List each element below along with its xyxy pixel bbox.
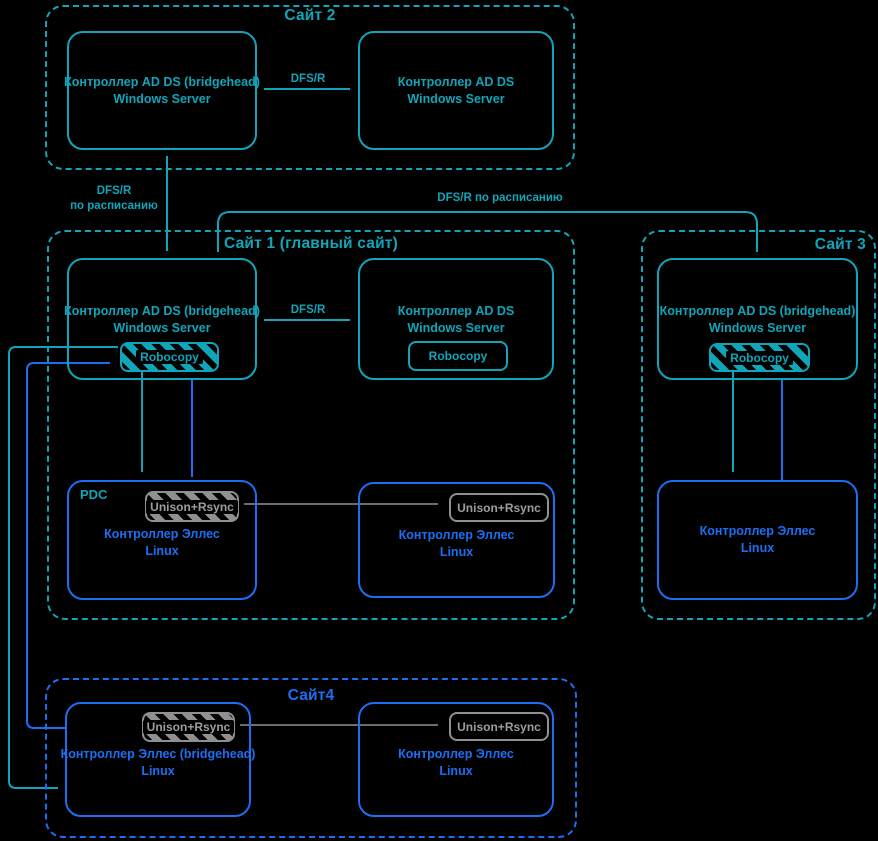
schedule-vertical-label-line1: DFS/R: [96, 185, 132, 197]
node-label: Linux: [740, 541, 775, 555]
unison-rsync-label: Unison+Rsync: [146, 499, 238, 514]
site1-linux-unison-box: Unison+Rsync: [449, 493, 549, 522]
site4-bridgehead-unison-box: Unison+Rsync: [142, 712, 235, 742]
site2-dfsr-label: DFS/R: [290, 73, 326, 85]
site2-container: [45, 5, 575, 170]
site3-title: Сайт 3: [814, 236, 866, 253]
site2-title: Сайт 2: [284, 7, 336, 24]
site3-container: [641, 230, 876, 620]
unison-rsync-label: Unison+Rsync: [453, 719, 545, 734]
site4-bridgehead-node: Unison+Rsync Контроллер Эллес (bridgehea…: [61, 702, 255, 817]
site4-linux-node: Unison+Rsync Контроллер Эллес Linux: [358, 702, 554, 817]
site1-linux-node: Unison+Rsync Контроллер Эллес Linux: [358, 482, 555, 598]
schedule-vertical-label: DFS/R по расписанию: [62, 184, 166, 214]
node-label: Контроллер AD DS: [397, 304, 515, 318]
site1-pdc-node: PDC Unison+Rsync Контроллер Эллес Linux: [67, 480, 257, 600]
node-label: Контроллер Эллес (bridgehead): [60, 747, 256, 761]
node-label: Linux: [439, 764, 473, 778]
site3-bridgehead-node: Контроллер AD DS (bridgehead) Windows Se…: [657, 258, 858, 380]
site1-pdc-unison-box: Unison+Rsync: [145, 491, 239, 522]
site1-container: [47, 230, 575, 620]
unison-rsync-label: Unison+Rsync: [142, 720, 235, 734]
node-label: Windows Server: [113, 91, 211, 106]
node-label: Контроллер AD DS (bridgehead): [64, 74, 260, 89]
robocopy-label: Robocopy: [136, 350, 203, 364]
site3-robocopy-box: Robocopy: [709, 343, 810, 372]
node-label: Linux: [145, 544, 179, 558]
site2-bridgehead-node: Контроллер AD DS (bridgehead) Windows Se…: [64, 31, 260, 150]
pdc-badge: PDC: [80, 487, 108, 502]
site1-dc-robocopy-box: Robocopy: [408, 341, 508, 371]
site3-linux-node: Контроллер Эллес Linux: [657, 480, 858, 600]
node-label: Windows Server: [708, 321, 807, 335]
site1-dc-node: Контроллер AD DS Windows Server Robocopy: [358, 258, 554, 380]
robocopy-label: Robocopy: [726, 350, 793, 365]
robocopy-label: Robocopy: [424, 349, 492, 363]
node-label: Контроллер Эллес: [398, 528, 515, 542]
site2-dc-node: Контроллер AD DS Windows Server: [358, 31, 554, 150]
node-label: Windows Server: [407, 321, 505, 335]
node-label: Контроллер AD DS (bridgehead): [659, 304, 856, 318]
site1-dfsr-label: DFS/R: [290, 304, 326, 316]
site1-bridgehead-robocopy-box: Robocopy: [120, 342, 219, 372]
site4-title: Сайт4: [287, 687, 335, 704]
node-label: Контроллер AD DS: [397, 74, 515, 89]
node-label: Windows Server: [407, 91, 505, 106]
node-label: Windows Server: [113, 321, 211, 335]
node-label: Контроллер Эллес: [699, 524, 816, 538]
site1-bridgehead-node: Контроллер AD DS (bridgehead) Windows Se…: [64, 258, 260, 380]
node-label: Контроллер Эллес: [104, 527, 220, 541]
schedule-long-label: DFS/R по расписанию: [437, 192, 563, 204]
schedule-vertical-label-line2: по расписанию: [70, 200, 158, 212]
site4-container: [45, 678, 577, 838]
site1-title: Сайт 1 (главный сайт): [224, 235, 398, 252]
node-label: Контроллер AD DS (bridgehead): [64, 304, 260, 318]
node-label: Linux: [439, 545, 474, 559]
node-label: Контроллер Эллес: [398, 747, 514, 761]
site4-linux-unison-box: Unison+Rsync: [449, 712, 549, 741]
node-label: Linux: [141, 764, 175, 778]
unison-rsync-label: Unison+Rsync: [453, 500, 545, 515]
